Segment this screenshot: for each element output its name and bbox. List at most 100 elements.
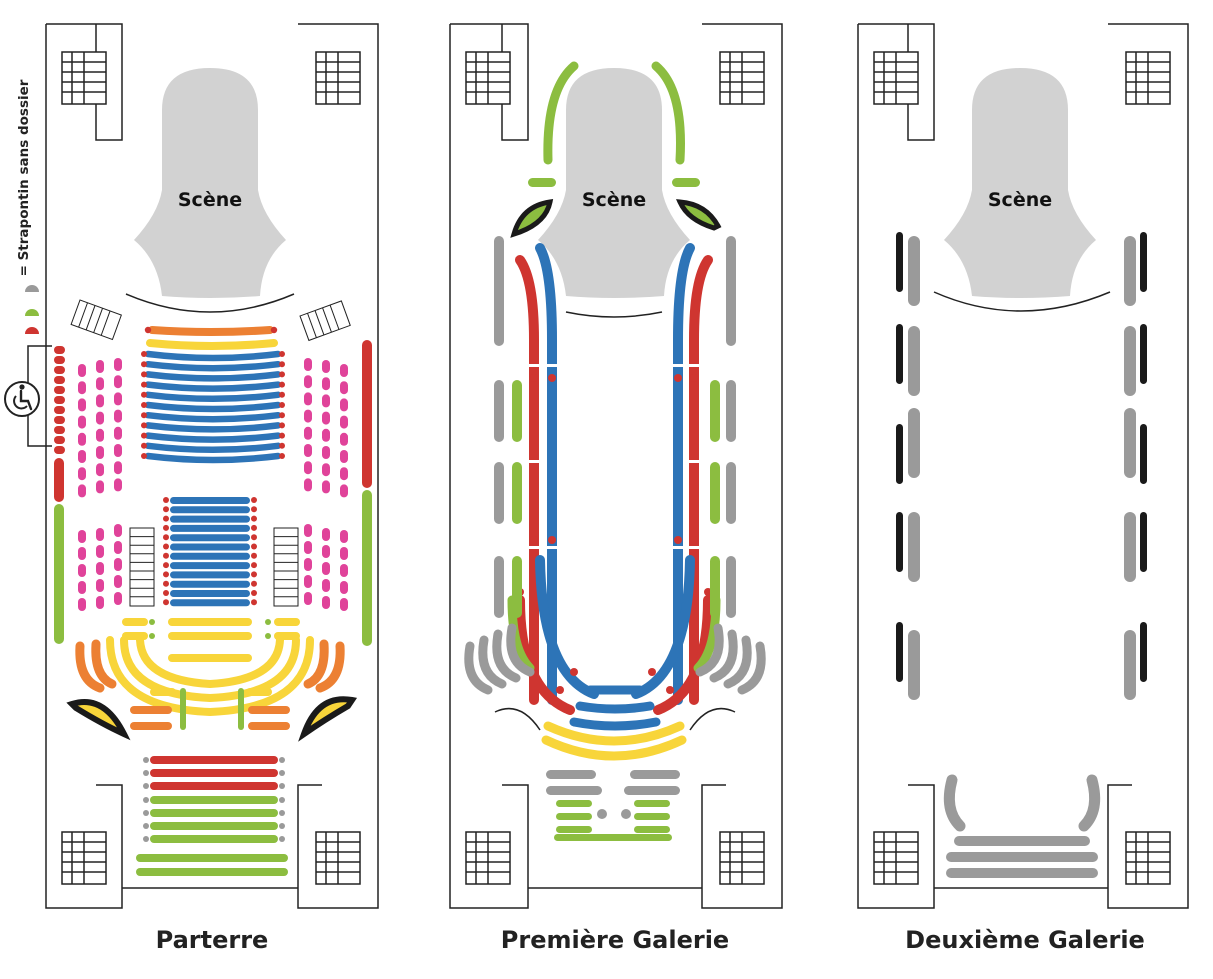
seat-row-orange: [91, 639, 117, 689]
seat-row-blue: [170, 590, 250, 597]
folding-seat: [265, 619, 271, 625]
seat-pink: [340, 484, 348, 498]
seat-pink: [96, 446, 104, 459]
seat-row-yellow: [136, 636, 284, 689]
folding-seat: [564, 706, 572, 714]
folding-seat: [251, 552, 257, 559]
seat-pink: [340, 530, 348, 543]
seat-red: [54, 386, 65, 394]
seat-row-green: [634, 826, 670, 833]
folding-seat: [163, 571, 169, 578]
seat-pink: [78, 450, 86, 463]
seat-row-gray: [726, 462, 736, 524]
seat-pink: [322, 562, 330, 575]
seat-row-blue: [170, 599, 250, 607]
seat-row-green: [512, 462, 522, 524]
stage-label: Scène: [178, 189, 242, 211]
seat-red: [54, 416, 65, 424]
legend: = Strapontin sans dossier: [4, 20, 60, 340]
box-seat: [298, 696, 358, 742]
folding-seat: [141, 351, 147, 357]
seat-pink: [340, 432, 348, 446]
seat-red: [54, 366, 65, 374]
seat-row-blue: [170, 552, 250, 560]
row-gap: [672, 364, 684, 367]
row-gap: [672, 546, 684, 549]
seat-row-gray: [908, 630, 920, 700]
folding-seat: [251, 599, 257, 606]
seat-row-blue: [144, 422, 282, 433]
seat-row-green: [512, 380, 522, 442]
seat-row-black: [896, 622, 903, 682]
seat-row-green: [556, 826, 592, 833]
seat-row-green: [150, 822, 278, 830]
seat-row-orange: [248, 722, 290, 730]
seat-red: [54, 446, 65, 454]
folding-seat: [251, 506, 257, 513]
seat-pink: [322, 411, 330, 425]
seat-row-green: [554, 834, 672, 841]
seat-pink: [114, 392, 122, 406]
seat-row-green: [507, 595, 535, 673]
seat-row-red: [54, 458, 64, 502]
box-seat: [510, 199, 554, 238]
seat-row-red: [689, 255, 713, 705]
seat-row-blue: [170, 506, 250, 514]
folding-seat: [251, 515, 257, 522]
seat-row-gray: [494, 462, 504, 524]
seat-row-green: [556, 800, 592, 807]
legend-gray-swatch: [25, 285, 39, 292]
seat-row-gray: [737, 641, 766, 695]
folding-seat: [163, 590, 169, 596]
seat-row-green: [136, 868, 288, 876]
folding-seat: [163, 506, 169, 513]
seat-row-blue: [170, 524, 250, 532]
folding-seat: [279, 453, 285, 459]
seat-row-red: [150, 782, 278, 790]
folding-seat: [251, 497, 257, 503]
seat-row-orange: [303, 639, 329, 689]
seat-row-gray: [506, 623, 535, 677]
seat-row-yellow: [168, 654, 252, 662]
folding-seat: [143, 810, 149, 816]
seat-row-blue: [170, 562, 250, 570]
seat-row-blue: [144, 432, 282, 443]
seat-row-red: [653, 595, 713, 715]
folding-seat: [163, 599, 169, 606]
seat-row-black: [1140, 424, 1147, 484]
seat-pink: [114, 541, 122, 554]
folding-seat: [621, 809, 631, 819]
seat-pink: [78, 432, 86, 446]
seat-row-yellow: [274, 632, 300, 640]
seat-row-green: [556, 813, 592, 820]
floor-caption-parterre: Parterre: [155, 926, 269, 954]
seat-row-gray: [946, 868, 1098, 878]
seat-row-blue: [144, 371, 282, 382]
folding-seat: [141, 453, 147, 459]
seat-row-red: [362, 340, 372, 488]
seat-row-blue: [170, 571, 250, 579]
folding-seat: [279, 432, 285, 439]
seat-row-gray: [908, 512, 920, 582]
seat-pink: [304, 392, 312, 406]
seat-pink: [114, 444, 122, 457]
row-gap: [546, 364, 558, 367]
folding-seat: [656, 706, 664, 714]
seat-pink: [304, 461, 312, 475]
seat-pink: [96, 411, 104, 425]
seat-pink: [78, 364, 86, 377]
seat-pink: [78, 381, 86, 395]
folding-seat: [144, 326, 152, 334]
folding-seat: [251, 534, 257, 541]
seat-row-red: [150, 769, 278, 777]
seat-row-black: [896, 232, 903, 292]
seat-pink: [78, 467, 86, 481]
seat-row-blue: [144, 360, 282, 372]
seat-row-blue: [170, 497, 250, 504]
row-gap: [688, 364, 700, 367]
seat-row-yellow: [106, 636, 314, 717]
seat-row-red: [515, 255, 539, 705]
seat-pink: [304, 558, 312, 571]
seat-pink: [322, 480, 330, 494]
wheelchair-icon: [4, 381, 40, 417]
